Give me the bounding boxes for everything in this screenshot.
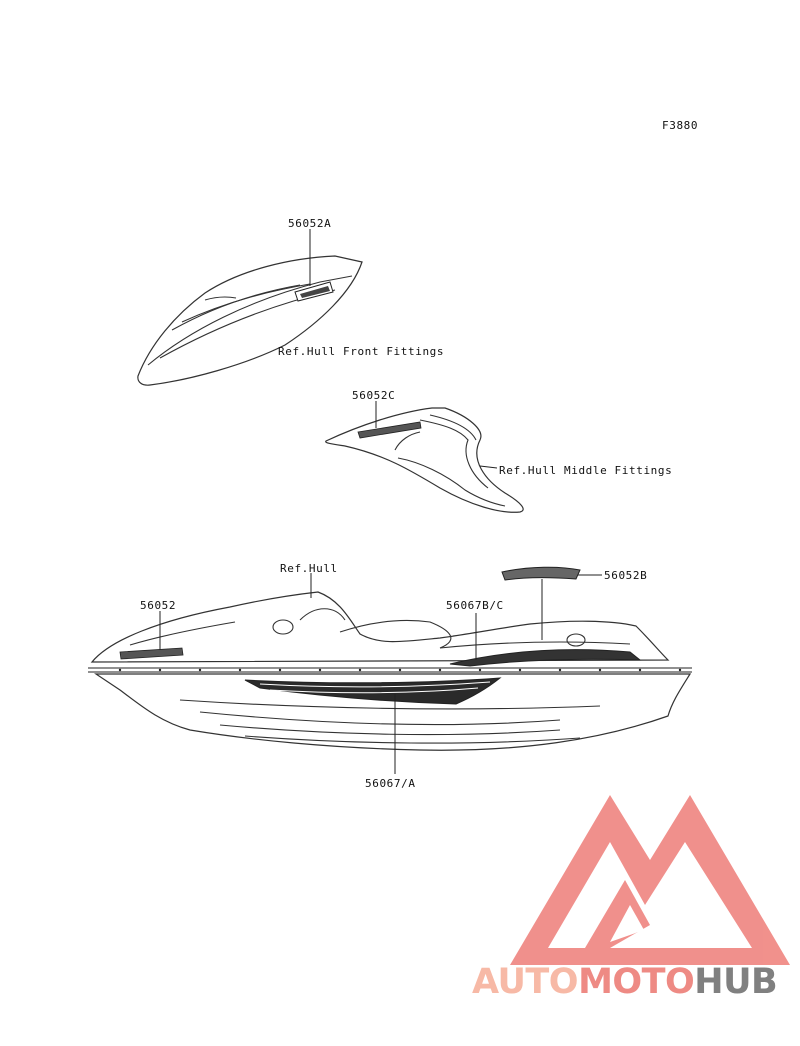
label-56067BC: 56067B/C <box>446 599 504 612</box>
label-ref-hull-front: Ref.Hull Front Fittings <box>278 345 444 358</box>
label-ref-hull-middle: Ref.Hull Middle Fittings <box>499 464 672 477</box>
label-56067A: 56067/A <box>365 777 416 790</box>
label-56052: 56052 <box>140 599 176 612</box>
leader-ref-hull-middle <box>479 465 498 469</box>
label-56052C: 56052C <box>352 389 395 402</box>
main-hull-part <box>88 591 692 751</box>
watermark-hub: HUB <box>694 962 777 1002</box>
watermark-auto: AUTO <box>472 962 578 1002</box>
triangle-logo-icon <box>510 795 790 965</box>
hull-middle-fittings-part <box>325 407 524 513</box>
figure-code: F3880 <box>662 119 698 132</box>
decal-logo-icon <box>357 421 422 439</box>
watermark-text: AUTOMOTOHUB <box>472 962 777 1002</box>
decal-56052B-part <box>501 566 581 581</box>
hull-front-fittings-part <box>137 255 363 386</box>
decal-logo-icon <box>294 281 334 302</box>
watermark-moto: MOTO <box>578 962 694 1002</box>
label-ref-hull: Ref.Hull <box>280 562 338 575</box>
label-56052A: 56052A <box>288 217 331 230</box>
label-56052B: 56052B <box>604 569 647 582</box>
